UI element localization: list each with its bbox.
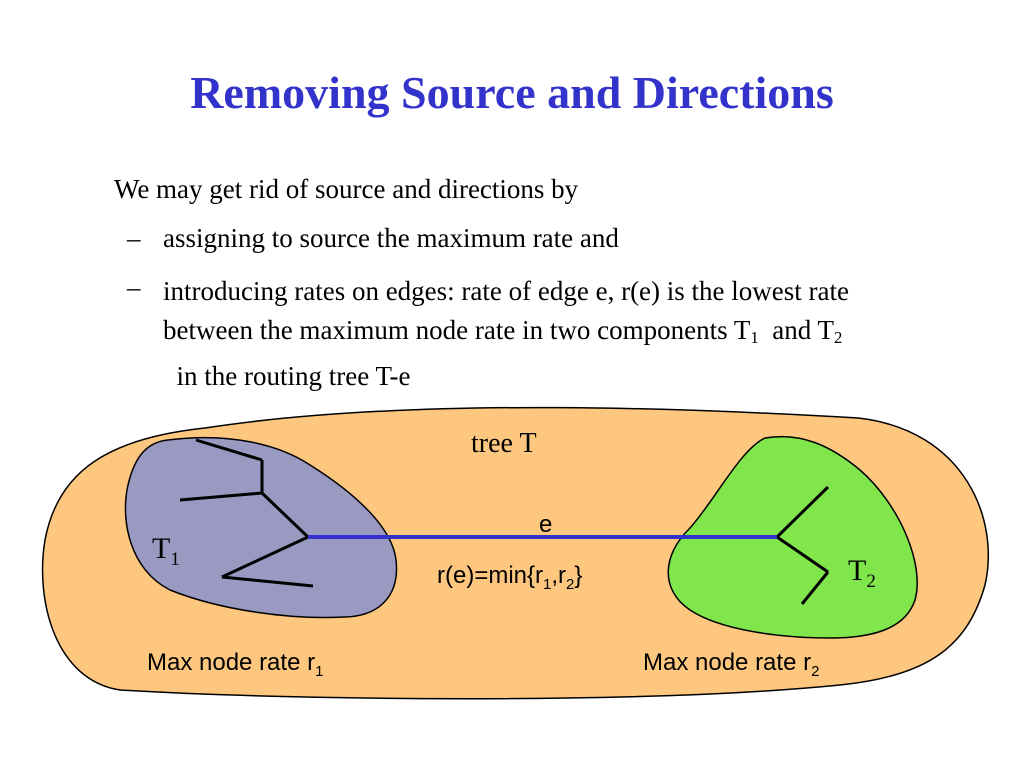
t2-label: T2	[848, 554, 876, 592]
intro-text: We may get rid of source and directions …	[114, 174, 579, 204]
edge-rate-prefix: r(e)=min{r	[437, 562, 543, 589]
bullet-2-tail: in the routing tree T-e	[163, 361, 411, 392]
max-rate-label-2: Max node rate r2	[643, 649, 819, 680]
t2-region	[667, 435, 918, 639]
tree-label: tree T	[471, 428, 537, 459]
bullet-marker-1: –	[127, 223, 141, 253]
bullet-2-mid: and T	[758, 315, 834, 345]
edge-rate-comma: ,r	[551, 562, 566, 589]
bullet-marker-2: –	[127, 272, 141, 302]
t1-tree-branches	[179, 438, 314, 588]
max-rate-2-sub: 2	[811, 663, 819, 680]
t1-label-base: T	[152, 532, 170, 565]
t1-region	[124, 436, 398, 619]
edge-rate-sub2: 2	[566, 576, 574, 593]
slide-title: Removing Source and Directions	[190, 67, 834, 118]
t1-label-sub: 1	[170, 549, 180, 570]
edge-rate-label: r(e)=min{r1,r2}	[437, 562, 582, 593]
t2-label-sub: 2	[866, 571, 876, 592]
max-rate-2-base: Max node rate r	[643, 649, 811, 676]
t2-label-base: T	[848, 554, 866, 587]
max-rate-label-1: Max node rate r1	[147, 649, 323, 680]
edge-rate-sub1: 1	[543, 576, 551, 593]
bullet-2-text: introducing rates on edges: rate of edge…	[163, 276, 849, 345]
t1-label: T1	[152, 532, 180, 570]
bullet-1: assigning to source the maximum rate and	[163, 223, 619, 253]
bullet-2: introducing rates on edges: rate of edge…	[163, 272, 903, 396]
bullet-2-sub1: 1	[750, 328, 759, 348]
max-rate-1-base: Max node rate r	[147, 649, 315, 676]
bullet-2-sub2: 2	[833, 328, 843, 348]
max-rate-1-sub: 1	[315, 663, 323, 680]
edge-rate-suffix: }	[574, 562, 582, 589]
edge-label: e	[539, 511, 552, 538]
t2-tree-branches	[775, 485, 830, 605]
